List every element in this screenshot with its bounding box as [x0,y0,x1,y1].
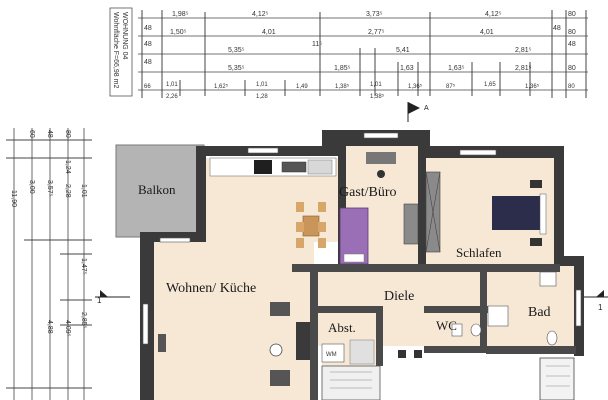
dim-r5-11: 1,36⁵ [408,83,423,90]
dim-r1-2: 4,12⁵ [252,11,269,18]
dim-l-12: 48 [46,130,53,138]
dim-r5-8: 1,38⁵ [335,83,350,90]
dim-r1-1: 1,98⁵ [172,11,189,18]
wohnung-title: WOHNUNG 04 [121,12,128,60]
dim-r2-3: 4,01 [262,29,276,36]
top-dimensions [138,10,588,98]
dim-r5-7: 1,49 [296,84,308,90]
dim-r1-4: 4,12⁵ [485,11,502,18]
dim-r4-1: 48 [144,59,152,66]
interior-walls [292,264,576,400]
guest-bed [339,207,369,265]
dim-r3-2: 5,35⁵ [228,47,245,54]
bedroom-bed [492,180,547,246]
dim-l-3: 3,57⁵ [46,180,53,197]
dim-l-7: 2,28 [64,184,71,198]
dim-l-9: 2,85⁵ [80,312,87,329]
dim-r5-6: 1,28 [256,94,268,100]
flag-marker: A [407,102,429,122]
room-label-bad: Bad [528,305,551,320]
dim-r1-5: 80 [568,11,576,18]
dim-r5-9: 1,01 [370,82,382,88]
left-dimensions [6,128,92,400]
dim-l-11: 60 [28,130,35,138]
guest-desk [366,152,396,178]
room-labels: Balkon Gast/Büro Schlafen Wohnen/ Küche … [138,182,551,358]
dim-r3-1: 48 [144,41,152,48]
dim-r5-3: 2,26 [166,94,178,100]
dim-r5-12: 87⁵ [446,83,456,90]
storage-items [321,339,375,365]
room-label-balkon: Balkon [138,182,176,197]
left-dimension-labels: 11,90 3,00 3,57⁵ 4,88 4,09⁵ 1,24 2,28 1,… [10,130,87,337]
stairwell [321,350,575,400]
guest-wardrobe [403,203,419,245]
dim-r5-1: 66 [144,84,151,90]
wohnung-label: WOHNUNG 04 Wohnfläche F=66,98 m2 [109,7,133,97]
svg-text:A: A [424,105,429,112]
top-dimension-labels: 1,98⁵ 4,12⁵ 3,73⁵ 4,12⁵ 80 48 1,50⁵ 4,01… [144,11,576,100]
balkon-area [115,144,205,238]
dim-r2-5: 4,01 [480,29,494,36]
section-label-right: 1 [598,303,603,312]
dim-r5-15: 80 [568,84,575,90]
dim-l-4: 4,88 [46,320,53,334]
dim-l-13: 80 [64,130,71,138]
dim-r4-5: 1,63⁵ [448,65,465,72]
section-mark-right: 1 [582,290,608,312]
dim-r2-4: 2,77⁵ [368,29,385,36]
dim-r2-1: 48 [144,25,152,32]
dim-l-5: 4,09⁵ [64,320,71,337]
room-label-wc: WC [436,318,457,333]
dim-r5-2: 1,01 [166,82,178,88]
dim-l-10: 1,01 [80,184,87,198]
section-mark-left: 1 [95,290,130,305]
room-label-gast: Gast/Büro [339,185,397,200]
room-label-schlafen: Schlafen [456,245,502,260]
dim-r2-6: 48 [553,25,561,32]
dim-r2-2: 1,50⁵ [170,29,187,36]
dim-r1-3: 3,73⁵ [366,11,383,18]
room-label-wm: WM [326,352,337,358]
dim-r3-6: 48 [568,41,576,48]
room-label-diele: Diele [384,289,414,304]
dim-r4-6: 2,81⁵ [515,65,532,72]
kitchen-counter [209,157,337,177]
dim-l-1: 11,90 [10,190,17,207]
room-label-wohnen: Wohnen/ Küche [166,281,256,296]
dim-r3-4: 5,41 [396,47,410,54]
dim-r5-14: 1,36⁵ [525,83,540,90]
dim-r5-13: 1,65 [484,82,496,88]
bath-fixtures [451,271,558,346]
dim-l-6: 1,24 [64,160,71,174]
bedroom-wardrobe [425,171,441,253]
dim-r4-7: 80 [568,65,576,72]
wohnung-area: Wohnfläche F=66,98 m2 [112,12,119,88]
dim-r5-4: 1,62⁵ [214,83,229,90]
dim-r5-5: 1,01 [256,82,268,88]
dim-r3-3: 11⁵ [312,41,322,48]
room-label-abst: Abst. [328,320,356,335]
dim-r2-7: 80 [568,29,576,36]
dim-r4-2: 5,35⁵ [228,65,245,72]
living-sofa [158,302,310,386]
dim-r3-5: 2,81⁵ [515,47,532,54]
dim-r4-4: 1,63 [400,65,414,72]
windows [142,132,582,345]
dim-r5-10: 1,38⁵ [370,93,385,100]
dining-table [296,202,326,248]
section-label-left: 1 [97,296,102,305]
dim-l-2: 3,00 [28,180,35,194]
dim-r4-3: 1,85⁵ [334,65,351,72]
dim-l-8: 1,47⁵ [80,258,87,275]
